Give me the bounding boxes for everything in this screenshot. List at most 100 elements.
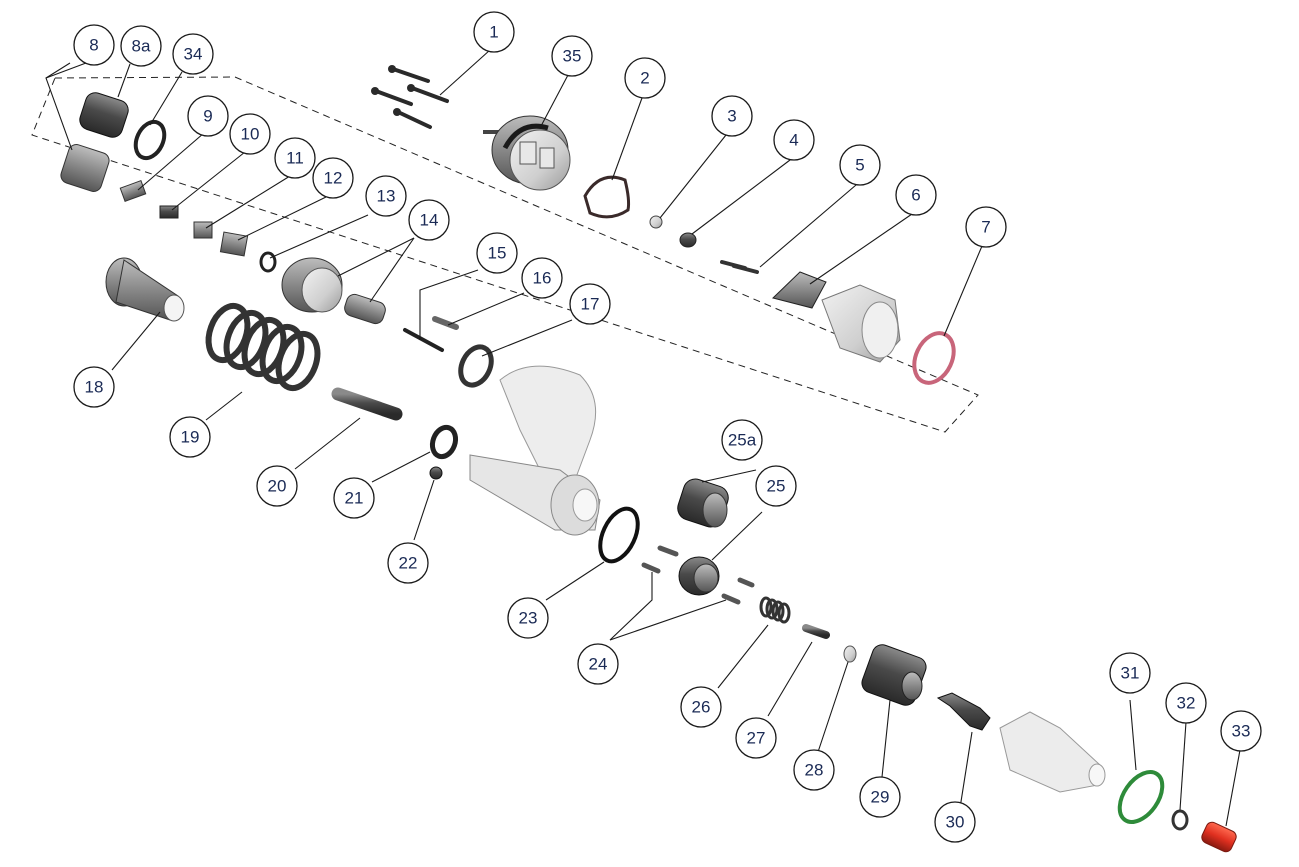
callout-label: 9 [203,107,212,126]
part-rocker-housing [469,365,601,536]
callout-label: 1 [489,23,498,42]
callout-30: 30 [934,801,976,843]
part-9 [119,180,147,202]
callouts: 1 35 2 3 4 5 6 7 8 8a 34 9 10 11 12 13 1… [73,11,1262,843]
callout-label: 32 [1177,694,1196,713]
part-17 [458,344,494,388]
callout-32: 32 [1165,682,1207,724]
callout-label: 2 [640,69,649,88]
part-18 [105,257,185,322]
callout-label: 15 [488,244,507,263]
callout-12: 12 [312,157,354,199]
part-27 [802,624,830,639]
part-o-ring-pink [912,331,956,385]
callout-label: 21 [345,489,364,508]
subassembly-boundary [31,76,979,433]
callout-label: 24 [589,655,608,674]
callout-33: 33 [1220,710,1262,752]
part-29 [861,644,927,706]
callout-10: 10 [229,113,271,155]
part-30 [936,692,991,731]
callout-label: 6 [911,186,920,205]
part-upper-housing [821,284,901,363]
callout-6: 6 [895,174,937,216]
part-small-washer [649,215,663,229]
part-25 [678,556,720,596]
part-screws [720,260,759,274]
callout-28: 28 [793,749,835,791]
callout-label: 3 [727,107,736,126]
callout-label: 27 [747,729,766,748]
callout-25: 25 [755,465,797,507]
callout-label: 31 [1121,664,1140,683]
part-33 [1201,821,1237,853]
callout-2: 2 [624,57,666,99]
callout-label: 5 [855,156,864,175]
part-24 [641,545,755,605]
part-19 [205,302,321,392]
part-nut [679,232,697,248]
callout-label: 19 [181,428,200,447]
callout-label: 4 [789,131,798,150]
callout-1: 1 [473,11,515,53]
callout-3: 3 [711,95,753,137]
callout-label: 13 [377,187,396,206]
part-32 [1171,809,1189,831]
callout-label: 20 [268,477,287,496]
callout-22: 22 [387,542,429,584]
part-26 [759,596,791,624]
callout-label: 35 [563,47,582,66]
callout-label: 25a [728,431,757,450]
part-bolts [371,65,449,129]
leader-lines [45,49,1241,827]
part-gasket [583,175,631,219]
callout-7: 7 [965,206,1007,248]
callout-24: 24 [577,643,619,685]
part-ring [133,119,167,161]
callout-label: 7 [981,218,990,237]
part-solenoid [483,115,571,191]
callout-17: 17 [569,283,611,325]
part-28 [843,645,857,663]
callout-14: 14 [408,199,450,241]
callout-label: 17 [581,295,600,314]
callout-8a: 8a [120,25,162,67]
callout-label: 29 [871,788,890,807]
callout-9: 9 [187,95,229,137]
callout-label: 10 [241,125,260,144]
callout-label: 8a [132,37,151,56]
callout-label: 12 [324,169,343,188]
callout-label: 33 [1232,722,1251,741]
callout-label: 14 [420,211,439,230]
callout-23: 23 [507,597,549,639]
callout-20: 20 [256,465,298,507]
callout-label: 25 [767,477,786,496]
callout-19: 19 [169,416,211,458]
part-nozzle-body [999,711,1106,793]
callout-34: 34 [172,33,214,75]
part-sleeve [60,144,110,192]
callout-4: 4 [773,119,815,161]
callout-label: 11 [286,149,304,168]
callout-label: 16 [533,269,552,288]
part-25a [677,478,729,528]
callout-15: 15 [476,232,518,274]
callout-label: 26 [692,698,711,717]
part-sleeve-ribbed [79,92,129,138]
part-terminal-block [772,271,827,309]
callout-29: 29 [859,776,901,818]
part-21 [429,424,459,460]
part-14 [281,257,386,325]
callout-27: 27 [735,717,777,759]
callout-26: 26 [680,686,722,728]
callout-18: 18 [73,366,115,408]
callout-13: 13 [365,175,407,217]
part-23 [598,506,640,564]
part-22 [429,466,443,480]
callout-16: 16 [521,257,563,299]
part-20 [331,387,403,421]
callout-label: 34 [184,45,203,64]
callout-label: 18 [85,378,104,397]
callout-label: 23 [519,609,538,628]
